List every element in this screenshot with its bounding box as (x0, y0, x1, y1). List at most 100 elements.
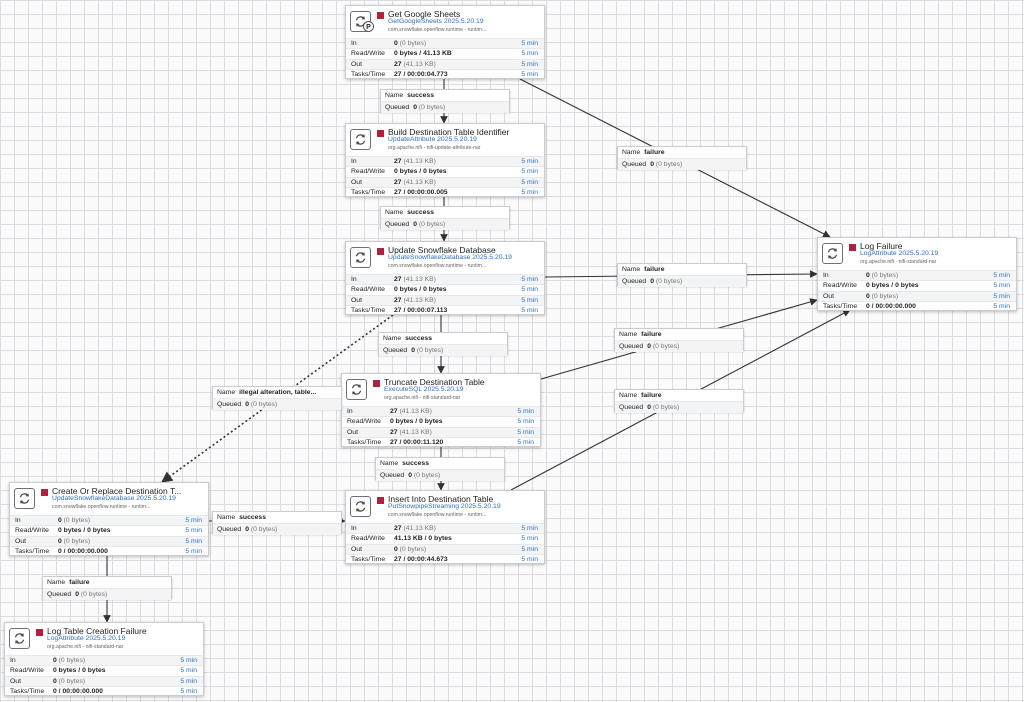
stat-value-size: (41.13 KB) (403, 178, 436, 186)
processor-type[interactable]: UpdateAttribute 2025.5.20.19 (388, 136, 477, 143)
stat-label: Out (10, 677, 21, 685)
stat-window: 5 min (521, 556, 538, 564)
processor-name[interactable]: Create Or Replace Destination T... (52, 486, 182, 496)
processor-name[interactable]: Build Destination Table Identifier (388, 127, 510, 137)
processor-type[interactable]: UpdateSnowflakeDatabase 2025.5.20.19 (52, 495, 176, 502)
connection-name-label: Name (385, 209, 404, 216)
stat-value-main: 27 / 00:00:44.673 (394, 556, 448, 564)
processor-name[interactable]: Insert Into Destination Table (388, 494, 494, 504)
stat-value-size: (0 bytes) (399, 40, 427, 47)
processor-name[interactable]: Get Google Sheets (388, 9, 461, 19)
stat-value: 0 (0 bytes) (866, 292, 898, 302)
stat-value-main: 0 bytes / 0 bytes (394, 286, 447, 294)
stat-value-main: 27 / 00:00:04.773 (394, 71, 448, 79)
connection-queued-count: 0 (413, 104, 417, 111)
stat-value: 0 bytes / 0 bytes (866, 281, 919, 291)
stat-window: 5 min (185, 537, 202, 545)
stat-label: Out (351, 178, 362, 186)
stat-value-size: (0 bytes) (399, 545, 427, 553)
connection-queued-label: Queued (619, 404, 644, 411)
stat-value: 0 bytes / 0 bytes (58, 526, 111, 536)
stat-value-main: 0 (394, 40, 398, 47)
processor-header: Create Or Replace Destination T...Update… (10, 483, 208, 515)
connection-queued-size: (0 bytes) (652, 343, 680, 350)
stopped-square-icon (377, 12, 384, 19)
connection-queued-size: (0 bytes) (250, 401, 278, 408)
stat-value-main: 0 bytes / 0 bytes (394, 168, 447, 176)
processor-bundle: com.snowflake.openflow.runtime - runtim.… (388, 262, 487, 269)
connection-queued-label: Queued (622, 161, 647, 168)
stat-value-size: (41.13 KB) (403, 525, 436, 532)
processor-p7[interactable]: Create Or Replace Destination T...Update… (9, 482, 209, 556)
connection-queued-size: (0 bytes) (416, 347, 444, 354)
stat-value-main: 0 bytes / 0 bytes (53, 667, 106, 675)
connection-queued-size: (0 bytes) (413, 472, 441, 479)
processor-name[interactable]: Log Failure (860, 241, 903, 251)
stat-value-main: 0 / 00:00:00.000 (53, 688, 103, 696)
processor-type[interactable]: LogAttribute 2025.5.20.19 (860, 250, 939, 257)
processor-name[interactable]: Truncate Destination Table (384, 377, 485, 387)
stat-value-main: 27 / 00:00:11.120 (390, 439, 444, 447)
processor-name[interactable]: Update Snowflake Database (388, 245, 496, 255)
stat-value-main: 41.13 KB / 0 bytes (394, 535, 452, 543)
processor-type[interactable]: GetGoogleSheets 2025.5.20.19 (388, 18, 484, 25)
stopped-square-icon (377, 130, 384, 137)
stat-value-main: 0 bytes / 0 bytes (390, 418, 443, 426)
stat-value-size: (0 bytes) (63, 517, 91, 524)
stat-window: 5 min (185, 548, 202, 556)
stat-value-main: 27 (394, 276, 402, 283)
stat-value-size: (41.13 KB) (403, 276, 436, 283)
stat-value-main: 0 (58, 517, 62, 524)
processor-type[interactable]: PutSnowpipeStreaming 2025.5.20.19 (388, 503, 501, 510)
connection-queued-size: (0 bytes) (250, 526, 278, 533)
stat-window: 5 min (521, 71, 538, 79)
stat-value: 0 (0 bytes) (58, 537, 90, 547)
connection-name-label: Name (380, 460, 399, 467)
processor-name[interactable]: Log Table Creation Failure (47, 626, 147, 636)
processor-type[interactable]: LogAttribute 2025.5.20.19 (47, 635, 126, 642)
processor-type[interactable]: UpdateSnowflakeDatabase 2025.5.20.19 (388, 254, 512, 261)
stat-value-main: 0 bytes / 41.13 KB (394, 50, 452, 58)
stopped-square-icon (849, 244, 856, 251)
stat-value: 0 (0 bytes) (394, 545, 426, 555)
stat-value: 27 (41.13 KB) (394, 157, 436, 167)
stat-value: 0 bytes / 41.13 KB (394, 49, 452, 59)
processor-type[interactable]: ExecuteSQL 2025.5.20.19 (384, 386, 464, 393)
connection-queued-count: 0 (647, 343, 651, 350)
